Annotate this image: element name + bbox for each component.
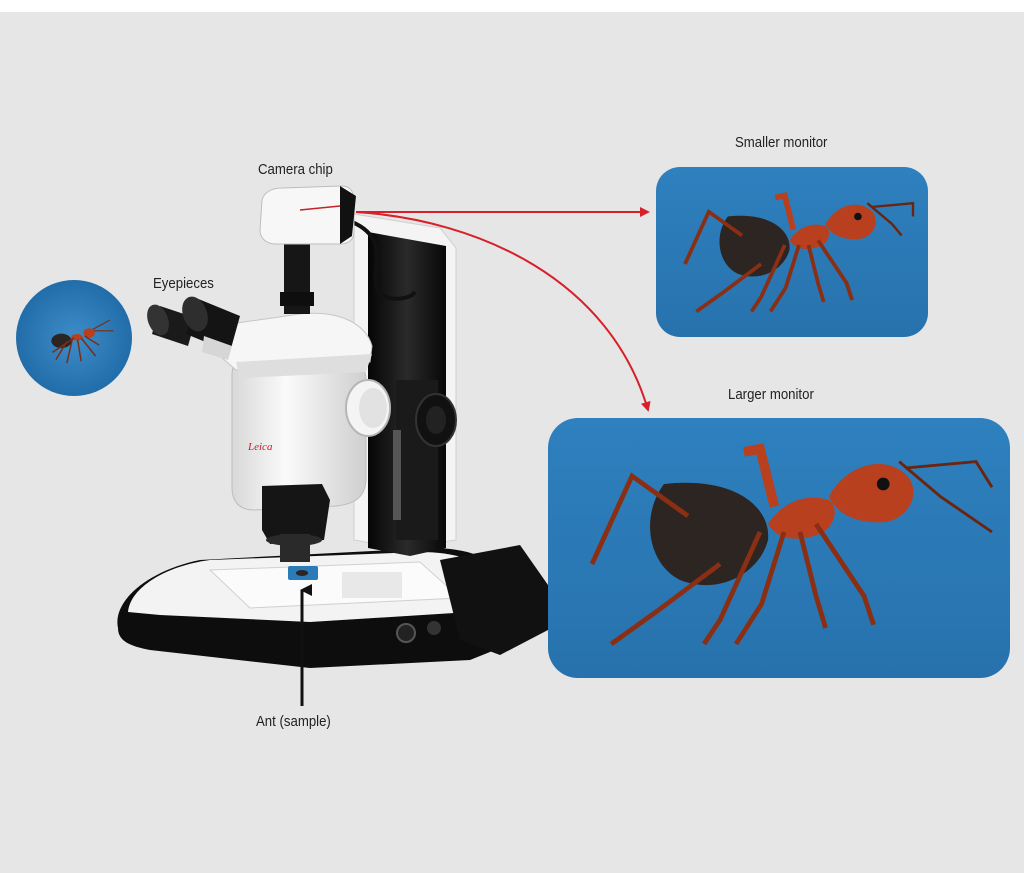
label-ant-sample: Ant (sample) bbox=[256, 713, 331, 730]
label-eyepieces: Eyepieces bbox=[153, 275, 214, 292]
smaller-monitor bbox=[656, 167, 928, 337]
label-larger-monitor: Larger monitor bbox=[728, 386, 814, 403]
eyepiece-tubes bbox=[143, 293, 240, 360]
label-smaller-monitor: Smaller monitor bbox=[735, 134, 827, 151]
camera-chip bbox=[260, 186, 354, 244]
eyepiece-view bbox=[16, 280, 132, 396]
microscope: Leica bbox=[117, 186, 548, 668]
larger-monitor bbox=[548, 418, 1010, 678]
leica-logo: Leica bbox=[247, 441, 273, 453]
label-camera-chip: Camera chip bbox=[258, 161, 333, 178]
